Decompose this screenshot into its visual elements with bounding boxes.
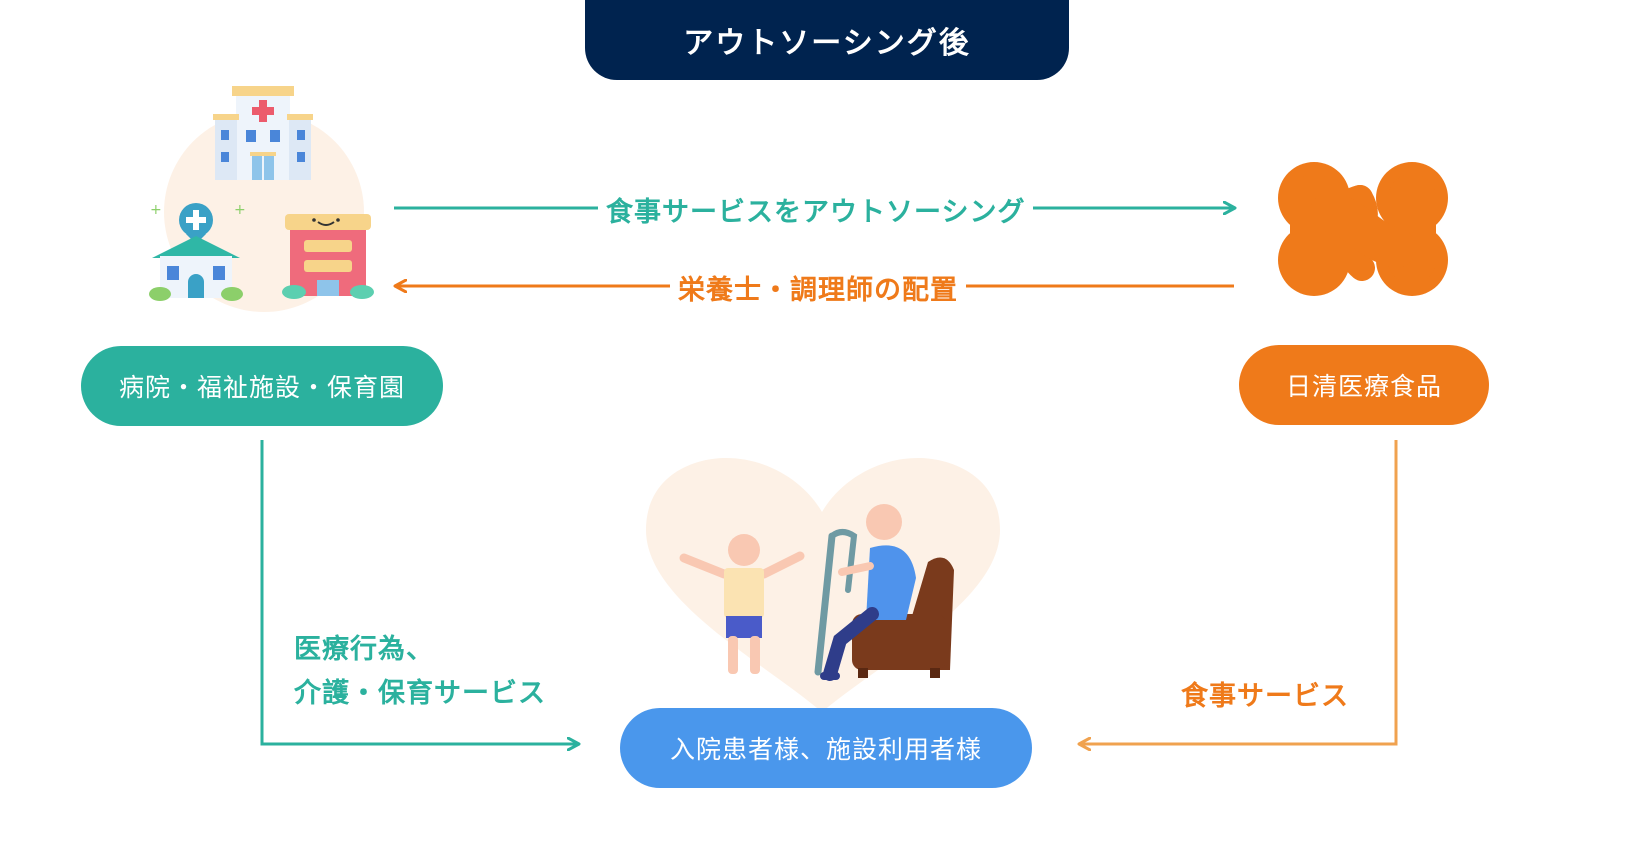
clinic-house-icon: + + xyxy=(149,202,246,301)
svg-text:+: + xyxy=(234,202,246,218)
nursery-building-icon xyxy=(282,214,374,299)
care-services-line2: 介護・保育サービス xyxy=(294,678,546,709)
meal-service-label: 食事サービス xyxy=(1181,681,1349,712)
hospital-facilities-node: 病院・福祉施設・保育園 xyxy=(81,346,443,426)
care-connector xyxy=(260,440,578,744)
header-title: アウトソーシング後 xyxy=(683,26,971,61)
meal-connector xyxy=(1080,440,1398,744)
hospital-building-icon xyxy=(213,86,313,180)
svg-text:+: + xyxy=(150,202,162,218)
patients-label: 入院患者様、施設利用者様 xyxy=(669,735,982,764)
placement-label: 栄養士・調理師の配置 xyxy=(670,268,966,307)
patient-and-child-icon xyxy=(679,504,954,681)
heart-backdrop xyxy=(646,458,1000,712)
nisshin-label: 日清医療食品 xyxy=(1285,372,1442,401)
care-services-line1: 医療行為、 xyxy=(294,634,434,665)
nisshin-node: 日清医療食品 xyxy=(1239,345,1489,425)
hospital-facilities-label: 病院・福祉施設・保育園 xyxy=(118,373,405,402)
patients-node: 入院患者様、施設利用者様 xyxy=(620,708,1032,788)
header-title-tab: アウトソーシング後 xyxy=(585,0,1069,80)
care-services-label: 医療行為、 介護・保育サービス xyxy=(294,628,546,716)
outsource-label: 食事サービスをアウトソーシング xyxy=(598,190,1034,229)
nisshin-logo-icon xyxy=(1278,162,1448,296)
